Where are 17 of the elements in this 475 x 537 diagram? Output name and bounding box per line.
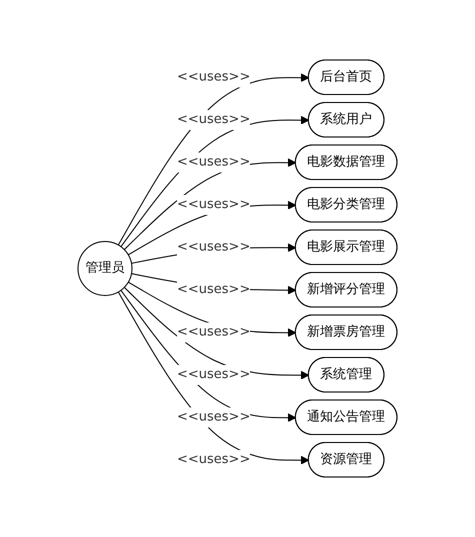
edge-label: <<uses>> <box>177 282 250 297</box>
arrow <box>124 158 296 250</box>
node-circle: 管理员 <box>78 241 133 296</box>
arrow <box>120 290 296 422</box>
edge-label: <<uses>> <box>177 240 250 254</box>
arrow <box>120 116 310 248</box>
edge-label: <<uses>> <box>177 70 250 85</box>
edge-label: <<uses>> <box>177 409 250 424</box>
edge-label: <<uses>> <box>177 197 250 212</box>
edge-label: <<uses>> <box>177 112 250 128</box>
edge-label: <<uses>> <box>177 324 250 340</box>
edge-label: <<uses>> <box>177 154 250 170</box>
edge-label: <<uses>> <box>177 452 250 467</box>
arrow <box>118 73 310 246</box>
arrow <box>124 286 310 380</box>
edge-label: <<uses>> <box>177 366 250 382</box>
arrow <box>118 291 310 465</box>
